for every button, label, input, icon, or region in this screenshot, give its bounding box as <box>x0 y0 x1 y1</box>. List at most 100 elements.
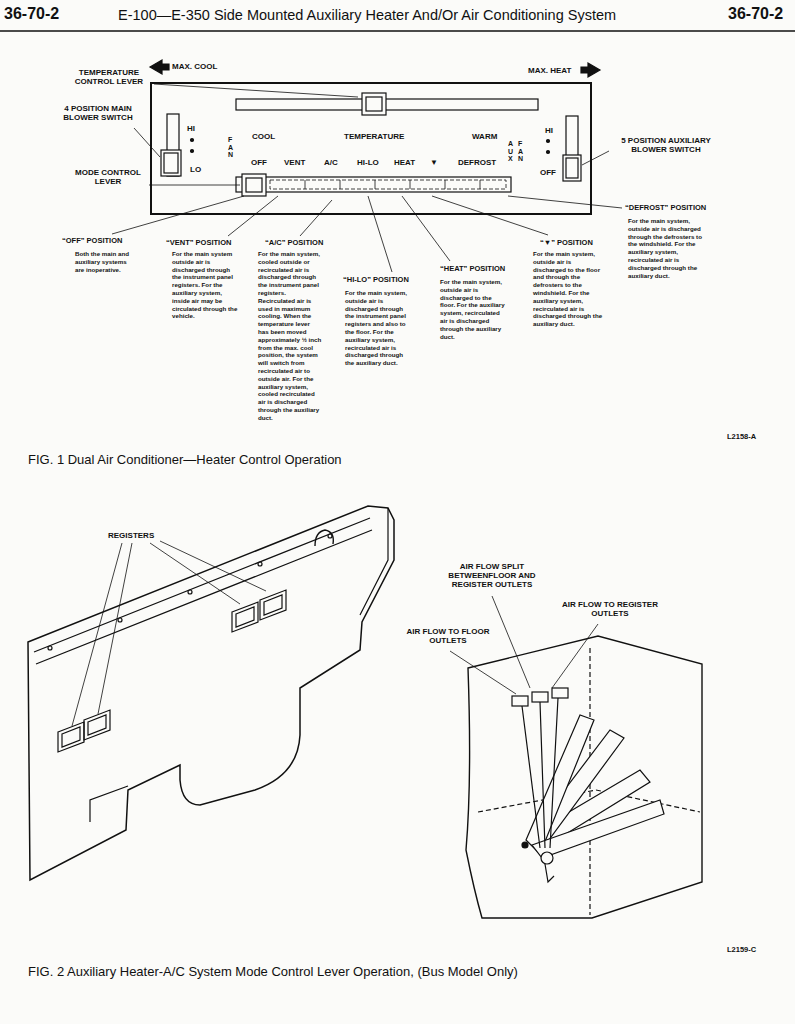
leader-line <box>450 651 516 694</box>
figure-caption: FIG. 1 Dual Air Conditioner—Heater Contr… <box>28 452 342 467</box>
leader-line <box>228 196 278 236</box>
position-heading: “▼” POSITION <box>540 238 593 247</box>
direction-label: MAX. COOL <box>172 62 217 71</box>
switch-knob <box>161 150 181 176</box>
leader-line <box>552 624 598 688</box>
callout-label: REGISTERS <box>108 531 154 540</box>
detent-dot <box>191 139 194 142</box>
position-note: Both the main and auxiliary systems are … <box>75 250 135 273</box>
mount-hole <box>118 618 122 622</box>
screw <box>522 842 528 848</box>
register <box>58 590 286 752</box>
detent-marks <box>305 180 480 189</box>
switch-knob <box>566 158 578 178</box>
outlet <box>552 688 568 698</box>
panel-marking: OFF <box>540 168 556 177</box>
panel-step <box>90 786 128 822</box>
detent-marks <box>270 180 506 189</box>
lever-knob <box>246 178 262 192</box>
position-note: For the main system outside air is disch… <box>172 250 240 320</box>
panel-marking: VENT <box>284 158 305 167</box>
panel-marking: ▼ <box>430 158 438 167</box>
switch-knob <box>563 155 581 181</box>
register <box>260 590 286 620</box>
page-title: E-100—E-350 Side Mounted Auxiliary Heate… <box>118 7 616 23</box>
panel-marking: A/C <box>324 158 338 167</box>
outlet <box>512 696 528 706</box>
leader-line <box>300 200 332 236</box>
lever-track <box>236 177 511 192</box>
arrow-symbol <box>150 60 169 74</box>
panel-marking: AUX <box>508 140 512 163</box>
position-heading: “A/C” POSITION <box>265 238 323 247</box>
panel-marking: HEAT <box>394 158 415 167</box>
heater-housing <box>466 636 702 918</box>
callout-label: AIR FLOW SPLIT BETWEENFLOOR AND REGISTER… <box>440 562 544 590</box>
callout-label: TEMPERATURE CONTROL LEVER <box>66 68 152 86</box>
leader-line <box>112 196 244 234</box>
callout-label: AIR FLOW TO FLOOR OUTLETS <box>398 627 498 645</box>
panel-marking: HI <box>545 126 553 135</box>
position-heading: “DEFROST” POSITION <box>625 203 706 212</box>
detent-dot <box>191 150 194 153</box>
position-heading: “HEAT” POSITION <box>440 264 505 273</box>
panel-marking: LO <box>190 165 201 174</box>
leader-line <box>368 196 392 272</box>
mount-hole <box>258 562 262 566</box>
mount-hole <box>328 534 332 538</box>
position-heading: “HI-LO” POSITION <box>343 275 409 284</box>
leader-line <box>432 196 548 235</box>
leader-line <box>492 596 530 688</box>
position-note: For the main system, outside air is disc… <box>345 289 413 367</box>
header-rule <box>0 30 795 32</box>
panel-marking: DEFROST <box>458 158 496 167</box>
leader-line <box>508 196 622 208</box>
panel-marking: HI-LO <box>357 158 379 167</box>
mount-hole <box>48 646 52 650</box>
register <box>58 722 84 752</box>
leader-line <box>98 543 132 714</box>
hidden-edge <box>478 648 700 915</box>
direction-label: MAX. HEAT <box>528 66 571 75</box>
panel-marking: TEMPERATURE <box>344 132 404 141</box>
register <box>232 602 258 632</box>
callout-label: AIR FLOW TO REGISTER OUTLETS <box>562 600 658 618</box>
position-note: For the main system, outside air is disc… <box>628 217 712 279</box>
panel-marking: HI <box>187 124 195 133</box>
outlet <box>532 692 548 702</box>
position-note: For the main system, cooled outside or r… <box>258 250 322 422</box>
lever-track <box>236 99 538 110</box>
detent-dot <box>547 151 550 154</box>
side-panel <box>28 506 394 880</box>
control-panel: HILOFANCOOLTEMPERATUREWARMAUXFANHIOFFOFF… <box>150 82 592 215</box>
control-rod <box>522 698 558 848</box>
callout-label: 4 POSITION MAIN BLOWER SWITCH <box>62 104 134 122</box>
arrow-symbol <box>581 63 600 77</box>
pivot <box>541 852 553 864</box>
page-number: 36-70-2 <box>4 5 59 23</box>
callout-label: 5 POSITION AUXILIARY BLOWER SWITCH <box>610 136 722 154</box>
leader-line <box>154 84 358 97</box>
panel-marking: WARM <box>472 132 497 141</box>
leader-line <box>134 128 160 157</box>
lever-knob <box>362 93 386 115</box>
lever-tab <box>545 864 554 882</box>
figure-code: L2159-C <box>727 945 756 954</box>
panel-marking: FAN <box>228 136 232 159</box>
hook <box>315 530 333 546</box>
panel-flange <box>34 508 388 664</box>
mount-hole <box>188 590 192 594</box>
figure-caption: FIG. 2 Auxiliary Heater-A/C System Mode … <box>28 964 518 979</box>
lever-knob <box>366 97 382 111</box>
position-note: For the main system, outside air is disc… <box>533 250 603 328</box>
figure-code: L2158-A <box>727 432 756 441</box>
panel-marking: FAN <box>518 140 522 163</box>
position-heading: “OFF” POSITION <box>62 236 122 245</box>
detent-dot <box>547 140 550 143</box>
register <box>84 710 110 740</box>
leader-line <box>402 196 450 261</box>
leader-line <box>150 543 240 604</box>
panel-marking: OFF <box>251 158 267 167</box>
callout-label: MODE CONTROL LEVER <box>70 168 146 186</box>
switch-knob <box>164 153 178 173</box>
